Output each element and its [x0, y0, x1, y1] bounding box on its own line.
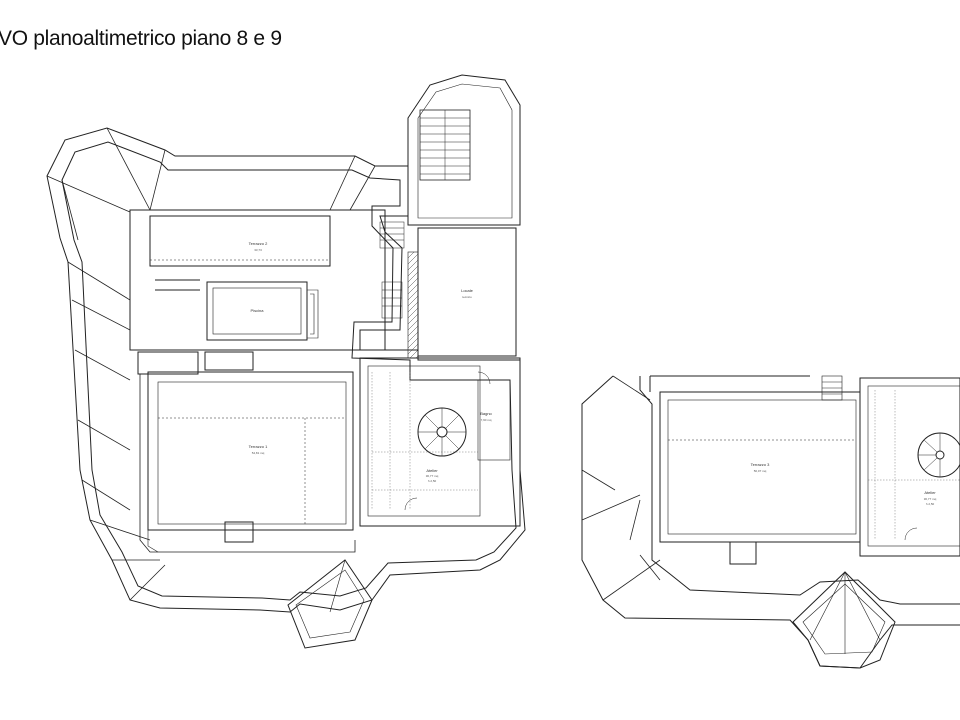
- spiral-stair: [917, 432, 960, 478]
- outdoor-steps: [379, 221, 405, 319]
- left-room-labels: Terrazzo 2 33,73 Piscina Locale tecnico …: [249, 241, 493, 483]
- bay-window: [287, 559, 373, 649]
- room-area: 30,77 mq: [924, 497, 937, 501]
- terrace-2: [149, 215, 331, 267]
- roof-hip-lines: [581, 375, 661, 601]
- right-room-labels: Terrazzo 3 50,07 mq Atelier 30,77 mq h 2…: [751, 462, 937, 506]
- room-label: Atelier: [924, 490, 936, 495]
- room-area: 33,73: [254, 248, 262, 252]
- room-area: 30,77 mq: [426, 474, 439, 478]
- room-label: Terrazzo 2: [249, 241, 268, 246]
- terrace-3: [659, 391, 861, 543]
- room-area: tecnico: [462, 295, 472, 299]
- room-height: h 2,50: [926, 502, 935, 506]
- room-label: Locale: [461, 288, 474, 293]
- room-label: Bagno: [480, 411, 492, 416]
- roof-outline: [581, 375, 960, 669]
- page-title: VO planoaltimetrico piano 8 e 9: [0, 27, 282, 50]
- stair-tower: [407, 74, 521, 226]
- roof-inner-outline: [639, 376, 960, 605]
- room-label: Piscina: [251, 308, 265, 313]
- bay-window: [792, 571, 896, 669]
- room-height: h 2,50: [428, 479, 437, 483]
- pool: [206, 281, 308, 341]
- room-label: Terrazzo 1: [249, 444, 268, 449]
- spiral-stair: [417, 407, 467, 457]
- plan-floor-8: [46, 74, 526, 649]
- roof-outline: [46, 127, 526, 613]
- room-area: 7,90 mq: [481, 418, 492, 422]
- atelier-block: [359, 357, 521, 527]
- plan-floor-9: [581, 375, 960, 669]
- terrace-block: [129, 209, 386, 351]
- roof-inner-outline: [61, 141, 517, 601]
- room-label: Atelier: [426, 468, 438, 473]
- atelier-block: [859, 377, 960, 557]
- room-area: 50,07 mq: [754, 469, 767, 473]
- roof-hip-lines: [46, 127, 376, 601]
- room-label: Terrazzo 3: [751, 462, 770, 467]
- terrace-1: [147, 371, 354, 531]
- room-area: 54,81 mq: [252, 451, 265, 455]
